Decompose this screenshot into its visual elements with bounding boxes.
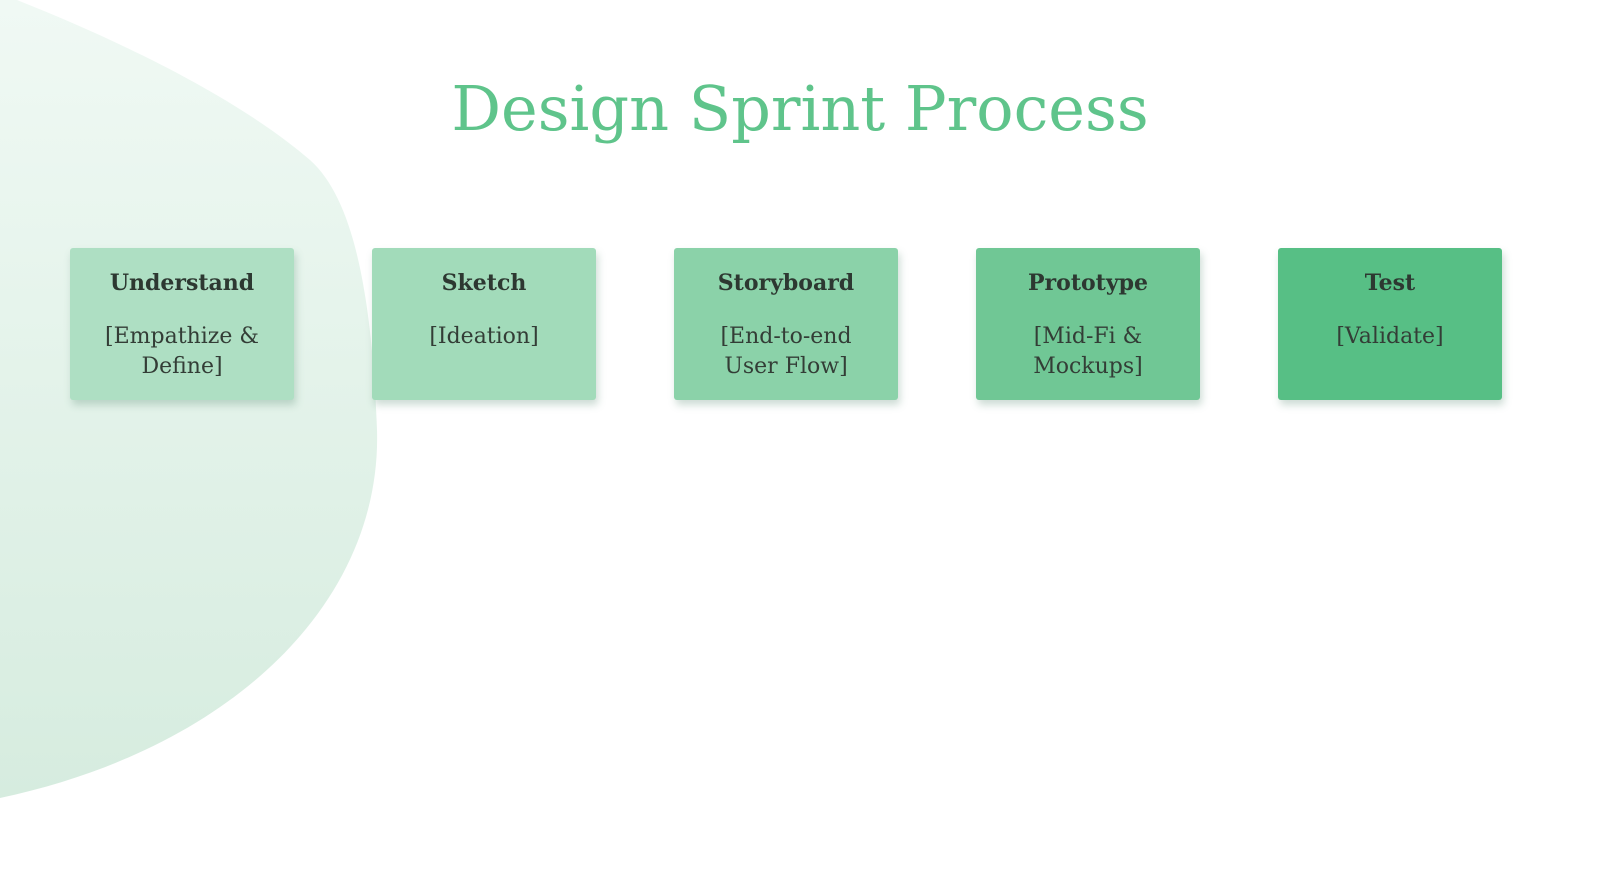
step-card-understand: Understand [Empathize & Define] <box>70 248 294 400</box>
step-detail: [End-to-end User Flow] <box>720 324 852 379</box>
step-title: Sketch <box>441 270 527 296</box>
step-detail: [Validate] <box>1336 324 1444 349</box>
step-card-storyboard: Storyboard [End-to-end User Flow] <box>674 248 898 400</box>
step-detail: [Mid-Fi & Mockups] <box>1033 324 1143 379</box>
step-card-sketch: Sketch [Ideation] <box>372 248 596 400</box>
step-detail: [Ideation] <box>429 324 539 349</box>
step-title: Understand <box>109 270 255 296</box>
step-title: Storyboard <box>717 270 855 296</box>
step-title: Prototype <box>1028 270 1148 296</box>
step-title: Test <box>1364 270 1416 296</box>
process-steps-row: Understand [Empathize & Define] Sketch [… <box>70 248 1502 400</box>
step-detail: [Empathize & Define] <box>105 324 259 379</box>
page-title: Design Sprint Process <box>451 72 1149 145</box>
step-card-prototype: Prototype [Mid-Fi & Mockups] <box>976 248 1200 400</box>
step-card-test: Test [Validate] <box>1278 248 1502 400</box>
